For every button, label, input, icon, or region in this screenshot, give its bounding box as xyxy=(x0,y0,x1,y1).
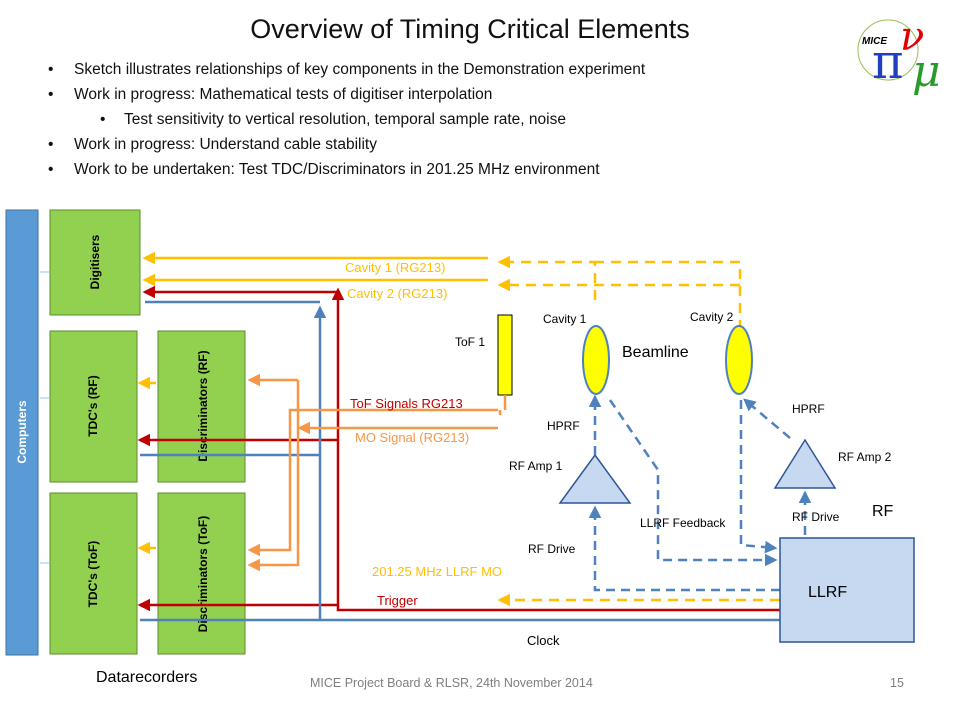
cavity1-dashed-line xyxy=(497,255,597,300)
bullet-glyph: • xyxy=(48,136,54,153)
slide-title: Overview of Timing Critical Elements xyxy=(250,14,690,44)
trigger-line xyxy=(331,287,780,612)
llrf-block xyxy=(779,537,915,643)
clock-label: Clock xyxy=(527,633,560,648)
hprf2-dashed xyxy=(743,398,791,439)
logo-ring xyxy=(857,19,919,81)
tdc-tof-label: TDC's (ToF) xyxy=(86,541,100,608)
beamline-label: Beamline xyxy=(622,344,689,361)
bullet-list: • Sketch illustrates relationships of key… xyxy=(48,60,848,185)
tof1-label: ToF 1 xyxy=(455,335,485,349)
digitisers-label: Digitisers xyxy=(88,234,102,289)
bullet-text: Sketch illustrates relationships of key … xyxy=(74,61,646,78)
sub-bullet-item: • Test sensitivity to vertical resolution… xyxy=(48,110,848,135)
bullet-item: • Work to be undertaken: Test TDC/Discrim… xyxy=(48,160,848,185)
cavity1-label: Cavity 1 xyxy=(543,312,587,326)
tdc-rf-block xyxy=(49,330,138,483)
cavity1-signal-label: Cavity 1 (RG213) xyxy=(345,260,445,275)
hprf1-label: HPRF xyxy=(547,419,580,433)
rf-drive2-label: RF Drive xyxy=(792,510,840,524)
bullet-glyph: • xyxy=(48,161,54,178)
mo-to-disc-tof xyxy=(247,380,300,572)
bullet-glyph: • xyxy=(48,86,54,103)
disc-rf-label: Discriminators (RF) xyxy=(196,350,210,461)
tdc-tof-block xyxy=(49,492,138,655)
rf-amp1 xyxy=(558,453,632,504)
tdc-rf-label: TDC's (RF) xyxy=(86,375,100,437)
bullet-item: • Sketch illustrates relationships of key… xyxy=(48,60,848,85)
logo-nu-symbol: ν xyxy=(900,14,924,60)
cavity2-label: Cavity 2 xyxy=(690,310,734,324)
bullet-glyph: • xyxy=(100,111,106,128)
cavity2 xyxy=(725,325,753,395)
bullet-text: Test sensitivity to vertical resolution,… xyxy=(124,111,566,128)
llrf-feedback-label: LLRF Feedback xyxy=(640,516,726,530)
cavity2-signal-label: Cavity 2 (RG213) xyxy=(347,286,447,301)
hprf2-label: HPRF xyxy=(792,402,825,416)
mo-signal-label: MO Signal (RG213) xyxy=(355,430,469,445)
bullet-text: Work in progress: Understand cable stabi… xyxy=(74,136,377,153)
computers-label: Computers xyxy=(15,400,29,464)
llrf-label: LLRF xyxy=(808,584,847,601)
digitisers-block xyxy=(49,209,141,316)
rf-amp2 xyxy=(773,438,837,489)
llrf-feedback2-dashed xyxy=(739,400,778,554)
footer-text: MICE Project Board & RLSR, 24th November… xyxy=(310,676,593,690)
bullet-item: • Work in progress: Mathematical tests of… xyxy=(48,85,848,110)
trigger-label: Trigger xyxy=(377,593,418,608)
datarecorders-label: Datarecorders xyxy=(96,669,197,686)
rf-amp2-label: RF Amp 2 xyxy=(838,450,892,464)
llrf-feedback1-dashed xyxy=(608,399,778,567)
logo-pi-symbol: π xyxy=(872,34,904,90)
bullet-text: Work to be undertaken: Test TDC/Discrimi… xyxy=(74,161,600,178)
tof-signal-line xyxy=(247,408,498,557)
rf-label: RF xyxy=(872,503,894,520)
rf-drive1-label: RF Drive xyxy=(528,542,576,556)
tof1-detector xyxy=(497,314,513,396)
rf-amp1-label: RF Amp 1 xyxy=(509,459,563,473)
rf-drive1-dashed xyxy=(588,505,780,592)
tof-signals-label: ToF Signals RG213 xyxy=(350,396,463,411)
mice-logo: π ν μ MICE xyxy=(857,14,941,97)
logo-text: MICE xyxy=(862,36,887,47)
disc-rf-block xyxy=(157,330,246,483)
logo-mu-symbol: μ xyxy=(912,46,941,97)
disc-tof-label: Discriminators (ToF) xyxy=(196,516,210,632)
bullet-text: Work in progress: Mathematical tests of … xyxy=(74,86,493,103)
page-number: 15 xyxy=(890,676,904,690)
disc-tof-block xyxy=(157,492,246,655)
computers-block xyxy=(5,209,39,656)
bullet-glyph: • xyxy=(48,61,54,78)
llrf-mo-label: 201.25 MHz LLRF MO xyxy=(372,564,502,579)
bullet-item: • Work in progress: Understand cable stab… xyxy=(48,135,848,160)
cavity1 xyxy=(582,325,610,395)
